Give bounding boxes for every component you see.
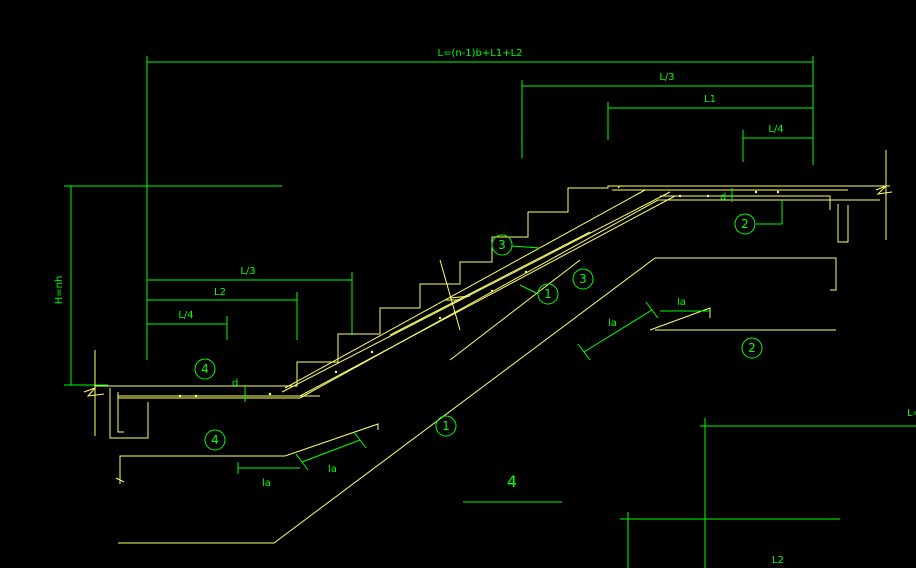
- rebar-4-lower: [115, 423, 379, 484]
- dim-height-label: H=nh: [54, 276, 65, 305]
- rebar-3-lower: [449, 259, 581, 361]
- rebar-2-top: [612, 185, 848, 210]
- dimension-low-l2: L2: [147, 287, 298, 340]
- dim-low-l4-label: L/4: [178, 310, 193, 321]
- callout-bar1-lower: 1: [435, 415, 457, 437]
- callout-bar4-left-label: 4: [201, 362, 209, 376]
- rebar-2-lower: [649, 307, 836, 331]
- dimension-total: L=(n-1)b+L1+L2: [146, 48, 814, 360]
- dimension-top-l3: L/3: [521, 72, 813, 158]
- anchor-la-low2: la: [295, 431, 367, 475]
- callout-bar3-lower: 3: [572, 268, 594, 290]
- rebar-1-upper: [281, 191, 676, 397]
- anchor-la-right-label: la: [677, 297, 686, 308]
- callout-bar2-top: 2: [734, 200, 783, 235]
- dimension-top-l1: L1: [607, 94, 813, 140]
- rebar-4-left: [117, 392, 320, 433]
- stair-outline: [83, 150, 893, 439]
- dimension-height: H=nh: [54, 185, 282, 386]
- dimension-low-l4: L/4: [147, 310, 228, 340]
- dimension-low-l3: L/3: [147, 266, 353, 334]
- anchor-la-mid: la: [577, 301, 659, 361]
- callout-bar2-mid-label: 2: [748, 341, 756, 355]
- dim-bottom-l2-label: L2: [772, 555, 784, 566]
- label-bar4-big: 4: [463, 472, 562, 503]
- cover-d-top: d: [720, 192, 726, 203]
- callout-bar3-upper: 3: [491, 234, 541, 256]
- callout-bar2-top-label: 2: [741, 217, 749, 231]
- rebar-3-upper: [284, 189, 646, 389]
- callout-bar3-lower-label: 3: [579, 272, 587, 286]
- slope-centerline: [389, 231, 591, 336]
- dim-top-l1-label: L1: [704, 94, 716, 105]
- callout-bar1-upper-label: 1: [544, 287, 552, 301]
- dim-right-edge-label: L=: [907, 408, 916, 419]
- dimension-right-partial: L= L2: [620, 408, 916, 568]
- dim-low-l3-label: L/3: [240, 266, 255, 277]
- dim-top-l4-label: L/4: [768, 124, 783, 135]
- callout-bar4-left: 4: [194, 358, 216, 380]
- callout-bar1-upper: 1: [519, 283, 559, 305]
- dim-low-l2-label: L2: [214, 287, 226, 298]
- callout-bar1-lower-label: 1: [442, 419, 450, 433]
- callout-bar2-mid: 2: [741, 337, 763, 359]
- anchor-la-low1-label: la: [262, 478, 271, 489]
- anchor-la-mid-label: la: [608, 318, 617, 329]
- anchor-la-low2-label: la: [328, 464, 337, 475]
- cover-mark-top: d: [720, 188, 733, 203]
- cover-mark-low: d: [232, 378, 246, 402]
- rebar-dots: [178, 190, 780, 398]
- dim-top-l3-label: L/3: [659, 72, 674, 83]
- cover-d-low: d: [232, 378, 238, 389]
- callout-bar4-lower-label: 4: [211, 433, 219, 447]
- dimension-top-l4: L/4: [742, 124, 813, 162]
- dim-total-label: L=(n-1)b+L1+L2: [437, 48, 522, 59]
- callout-bar4-lower: 4: [204, 429, 226, 451]
- label-bar4-big-text: 4: [507, 472, 517, 491]
- anchor-la-low1: la: [237, 462, 300, 489]
- anchor-la-right: la: [660, 297, 710, 312]
- callout-bar3-upper-label: 3: [498, 238, 506, 252]
- rebar-1-lower: [118, 257, 837, 544]
